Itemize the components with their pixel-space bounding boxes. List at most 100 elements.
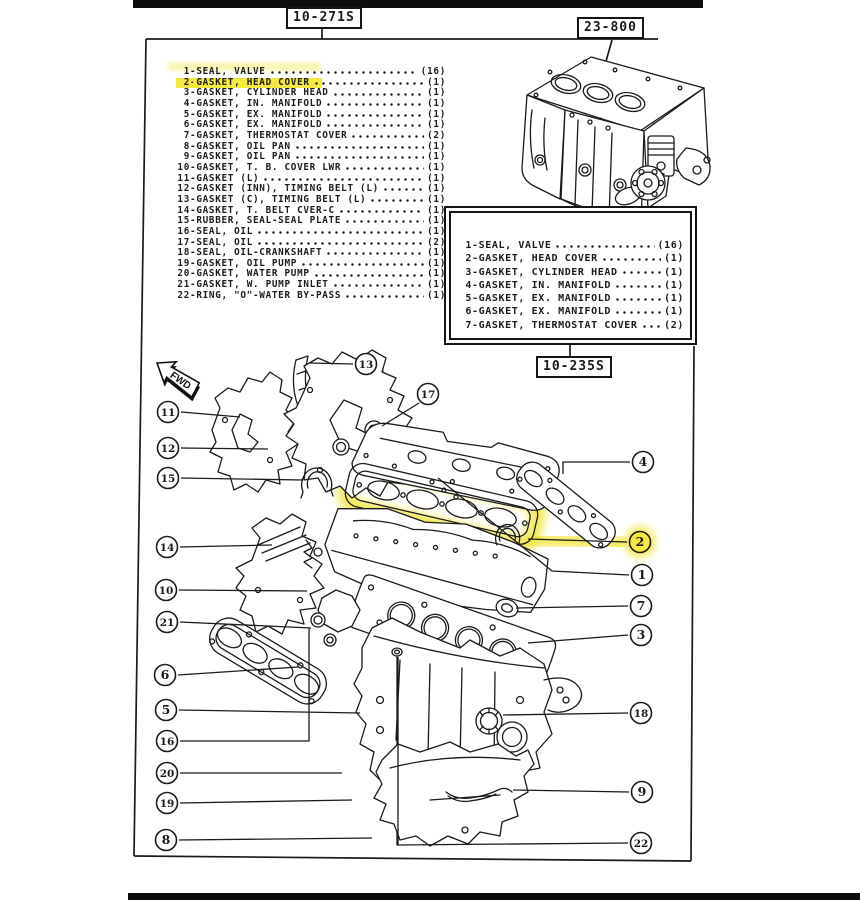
callout-21[interactable] bbox=[155, 610, 179, 634]
leader-line-22 bbox=[397, 657, 629, 846]
separator: - bbox=[190, 289, 197, 301]
callout-11[interactable] bbox=[156, 400, 180, 424]
callout-8[interactable] bbox=[154, 828, 178, 852]
parts-list-item-11: 11-GASKET (L)(1) bbox=[176, 172, 446, 185]
callout-number-13: 13 bbox=[359, 359, 374, 371]
part-name: SEAL, VALVE bbox=[196, 66, 266, 77]
callout-2[interactable] bbox=[628, 530, 652, 554]
separator: - bbox=[190, 129, 197, 141]
part-quantity: (2) bbox=[664, 319, 684, 331]
dot-leader bbox=[350, 130, 425, 142]
callout-1[interactable] bbox=[630, 563, 654, 587]
parts-list-item-9: 9-GASKET, OIL PAN(1) bbox=[176, 152, 446, 163]
separator: - bbox=[472, 253, 479, 265]
part-name: GASKET, OIL PAN bbox=[196, 140, 291, 152]
parts-list-item-14: 14-GASKET, T. BELT CVER-C(1) bbox=[176, 205, 446, 217]
dot-leader bbox=[325, 248, 425, 259]
dot-leader bbox=[369, 194, 425, 206]
callout-10[interactable] bbox=[154, 578, 178, 602]
callout-7[interactable] bbox=[629, 594, 653, 618]
dot-leader bbox=[640, 318, 662, 333]
part-number: 18 bbox=[177, 247, 190, 259]
parts-list-item-2: 2-GASKET, HEAD COVER(1) bbox=[176, 76, 446, 89]
highlighter-smear bbox=[168, 62, 320, 71]
part-quantity: (1) bbox=[427, 119, 446, 131]
dot-leader bbox=[344, 162, 425, 174]
parts-list-item-5: 5-GASKET, EX. MANIFOLD(1) bbox=[176, 108, 446, 121]
separator: - bbox=[190, 66, 197, 77]
parts-list-item-10: 10-GASKET, T. B. COVER LWR(1) bbox=[176, 162, 446, 174]
leader-line-13 bbox=[309, 362, 354, 365]
separator: - bbox=[190, 76, 197, 89]
separator: - bbox=[190, 87, 197, 99]
callout-17[interactable] bbox=[416, 382, 440, 406]
group-tag-10-271s[interactable]: 10-271S bbox=[286, 7, 362, 29]
dot-leader bbox=[256, 237, 425, 249]
left-parts-list: 1-SEAL, VALVE(16)2-GASKET, HEAD COVER(1)… bbox=[176, 66, 446, 302]
separator: - bbox=[190, 108, 197, 120]
part-number: 16 bbox=[177, 225, 190, 237]
callout-14[interactable] bbox=[155, 535, 179, 559]
parts-list-item-2: 2-GASKET, HEAD COVER(1) bbox=[458, 252, 684, 266]
part-number: 4 bbox=[465, 279, 472, 291]
part-number: 21 bbox=[177, 279, 190, 291]
callout-number-10: 10 bbox=[159, 585, 174, 597]
separator: - bbox=[190, 172, 197, 184]
parts-list-item-13: 13-GASKET (C), TIMING BELT (L)(1) bbox=[176, 193, 446, 206]
callout-5[interactable] bbox=[154, 698, 178, 722]
group-tag-10-235s[interactable]: 10-235S bbox=[536, 356, 612, 378]
callout-number-6: 6 bbox=[161, 667, 170, 682]
part-number: 5 bbox=[183, 108, 190, 120]
callout-number-12: 12 bbox=[161, 443, 176, 455]
part-name: GASKET, THERMOSTAT COVER bbox=[478, 319, 638, 331]
callout-19[interactable] bbox=[155, 791, 179, 815]
leader-line-6 bbox=[177, 666, 299, 676]
parts-list-item-20: 20-GASKET, WATER PUMP(1) bbox=[176, 268, 446, 281]
parts-list-item-1: 1-SEAL, VALVE(16) bbox=[176, 66, 446, 78]
separator: - bbox=[190, 140, 197, 152]
parts-list-item-8: 8-GASKET, OIL PAN (1) bbox=[176, 140, 446, 153]
callout-16[interactable] bbox=[155, 729, 179, 753]
dot-leader bbox=[325, 98, 425, 110]
callout-number-11: 11 bbox=[161, 407, 176, 419]
leader-line-12 bbox=[180, 447, 269, 450]
callout-18[interactable] bbox=[629, 701, 653, 725]
leader-line-14 bbox=[179, 544, 273, 548]
part-quantity: (1) bbox=[427, 172, 446, 184]
dot-leader bbox=[293, 141, 425, 153]
part-name: GASKET (INN), TIMING BELT (L) bbox=[196, 183, 379, 195]
callout-22[interactable] bbox=[629, 831, 653, 855]
separator: - bbox=[472, 240, 479, 251]
part-quantity: (2) bbox=[427, 129, 446, 141]
leader-line-1 bbox=[437, 477, 630, 576]
group-tag-23-800[interactable]: 23-800 bbox=[577, 17, 644, 39]
part-name: GASKET, EX. MANIFOLD bbox=[478, 293, 612, 305]
part-quantity: (16) bbox=[420, 66, 446, 77]
parts-list-item-7: 7-GASKET, THERMOSTAT COVER(2) bbox=[176, 129, 446, 142]
part-number: 20 bbox=[177, 268, 190, 280]
callout-12[interactable] bbox=[156, 436, 180, 460]
part-name: GASKET, CYLINDER HEAD bbox=[196, 87, 329, 99]
part-name: GASKET (C), TIMING BELT (L) bbox=[196, 193, 367, 205]
callout-9[interactable] bbox=[630, 780, 654, 804]
part-name: GASKET, IN. MANIFOLD bbox=[196, 97, 323, 109]
part-name: RING, "O"-WATER BY-PASS bbox=[196, 289, 342, 301]
callout-4[interactable] bbox=[631, 450, 655, 474]
leader-line-8 bbox=[178, 837, 373, 841]
part-quantity: (1) bbox=[664, 266, 684, 278]
callout-6[interactable] bbox=[153, 663, 177, 687]
callout-3[interactable] bbox=[629, 623, 653, 647]
part-name: GASKET, CYLINDER HEAD bbox=[478, 266, 618, 278]
callout-13[interactable] bbox=[354, 352, 378, 376]
callout-20[interactable] bbox=[155, 761, 179, 785]
separator: - bbox=[472, 306, 479, 318]
part-quantity: (16) bbox=[657, 240, 684, 251]
part-number: 8 bbox=[183, 140, 190, 152]
part-quantity: (1) bbox=[427, 193, 446, 205]
dot-leader bbox=[331, 280, 425, 291]
callout-number-3: 3 bbox=[637, 627, 646, 642]
callout-number-7: 7 bbox=[637, 598, 646, 613]
part-quantity: (1) bbox=[427, 140, 446, 152]
callout-15[interactable] bbox=[156, 466, 180, 490]
